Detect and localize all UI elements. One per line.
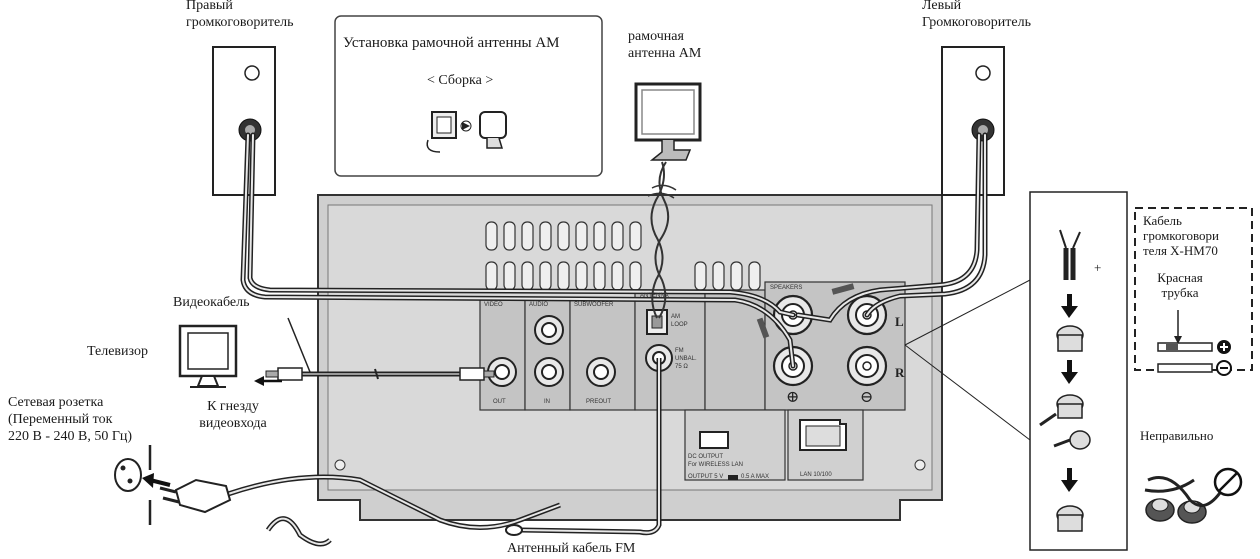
wall-outlet xyxy=(114,445,152,525)
panel-label-dc-3: OUTPUT 5 V xyxy=(688,474,723,480)
fm-cable-label: Антенный кабель FM xyxy=(507,541,636,556)
fm-antenna-cable xyxy=(505,358,662,536)
screw-hole xyxy=(914,459,926,471)
right-speaker-label: Правый громкоговоритель xyxy=(186,0,294,30)
panel-label-fm-2: UNBAL. xyxy=(675,356,697,362)
incorrect-example xyxy=(1144,467,1243,524)
ventilation-slots xyxy=(485,221,761,291)
speaker-cables xyxy=(240,132,988,369)
panel-label-out: OUT xyxy=(493,399,506,405)
panel-label-r: R xyxy=(895,365,905,380)
panel-label-antenna: ANTENNA xyxy=(640,293,669,299)
am-assembly-inset xyxy=(334,15,603,177)
panel-label-dc-4: 0.5 A MAX xyxy=(741,474,769,480)
video-input-label: К гнезду видеовхода xyxy=(199,399,267,431)
right-speaker xyxy=(212,46,276,196)
panel-label-am-loop-1: AM xyxy=(671,314,680,320)
am-loop-terminal xyxy=(646,309,668,335)
incorrect-label: Неправильно xyxy=(1140,428,1214,443)
subwoofer-preout-jack xyxy=(586,357,616,387)
am-antenna-cable xyxy=(647,161,677,319)
tv-icon xyxy=(178,324,238,388)
panel-label-video: VIDEO xyxy=(484,302,503,308)
panel-label-in: IN xyxy=(544,399,550,405)
dc-output-port xyxy=(699,431,738,480)
am-install-title: Установка рамочной антенны АМ xyxy=(343,35,560,51)
screw-hole xyxy=(334,459,346,471)
speaker-cable-info-box xyxy=(1134,207,1253,376)
panel-label-am-loop-2: LOOP xyxy=(671,322,688,328)
video-cable xyxy=(265,317,495,381)
panel-label-speakers: SPEAKERS xyxy=(770,285,802,291)
panel-label-dc-1: DC OUTPUT xyxy=(688,454,723,460)
panel-label-l: L xyxy=(895,314,904,329)
panel-label-lan: LAN 10/100 xyxy=(800,472,832,478)
plug-in-arrow xyxy=(142,473,171,488)
red-tube-label: Красная трубка xyxy=(1157,270,1203,300)
panel-text: VIDEO AUDIO SUBWOOFER ANTENNA SPEAKERS O… xyxy=(484,285,905,480)
panel-label-audio: AUDIO xyxy=(529,302,548,308)
lan-port xyxy=(799,419,847,451)
panel-label-plus: ⊕ xyxy=(786,389,799,406)
video-cable-label: Видеокабель xyxy=(173,295,250,310)
audio-in-jacks xyxy=(534,315,564,387)
video-out-jack xyxy=(487,357,517,387)
power-cord xyxy=(227,474,561,547)
panel-label-preout: PREOUT xyxy=(586,399,611,405)
power-plug xyxy=(159,478,232,514)
am-loop-antenna-label: рамочная антенна АМ xyxy=(628,29,702,61)
tv-label: Телевизор xyxy=(87,344,148,359)
panel-label-dc-2: For WIRELESS LAN xyxy=(688,462,743,468)
panel-label-fm-1: FM xyxy=(675,348,684,354)
terminal-steps-panel xyxy=(904,191,1128,551)
left-speaker xyxy=(941,46,1005,196)
panel-label-minus: ⊖ xyxy=(860,389,873,406)
am-loop-antenna-icon xyxy=(634,82,702,161)
panel-label-fm-3: 75 Ω xyxy=(675,364,688,370)
left-speaker-label: Левый Громкоговоритель xyxy=(922,0,1031,30)
video-input-arrow xyxy=(254,376,282,386)
assembly-label: < Сборка > xyxy=(427,73,494,88)
outlet-label: Сетевая розетка (Переменный ток 220 В - … xyxy=(8,395,133,444)
speaker-cable-label: Кабель громкоговори теля X-HM70 xyxy=(1143,213,1219,258)
panel-label-subwoofer: SUBWOOFER xyxy=(574,302,614,308)
plus-mark: + xyxy=(1094,260,1102,275)
